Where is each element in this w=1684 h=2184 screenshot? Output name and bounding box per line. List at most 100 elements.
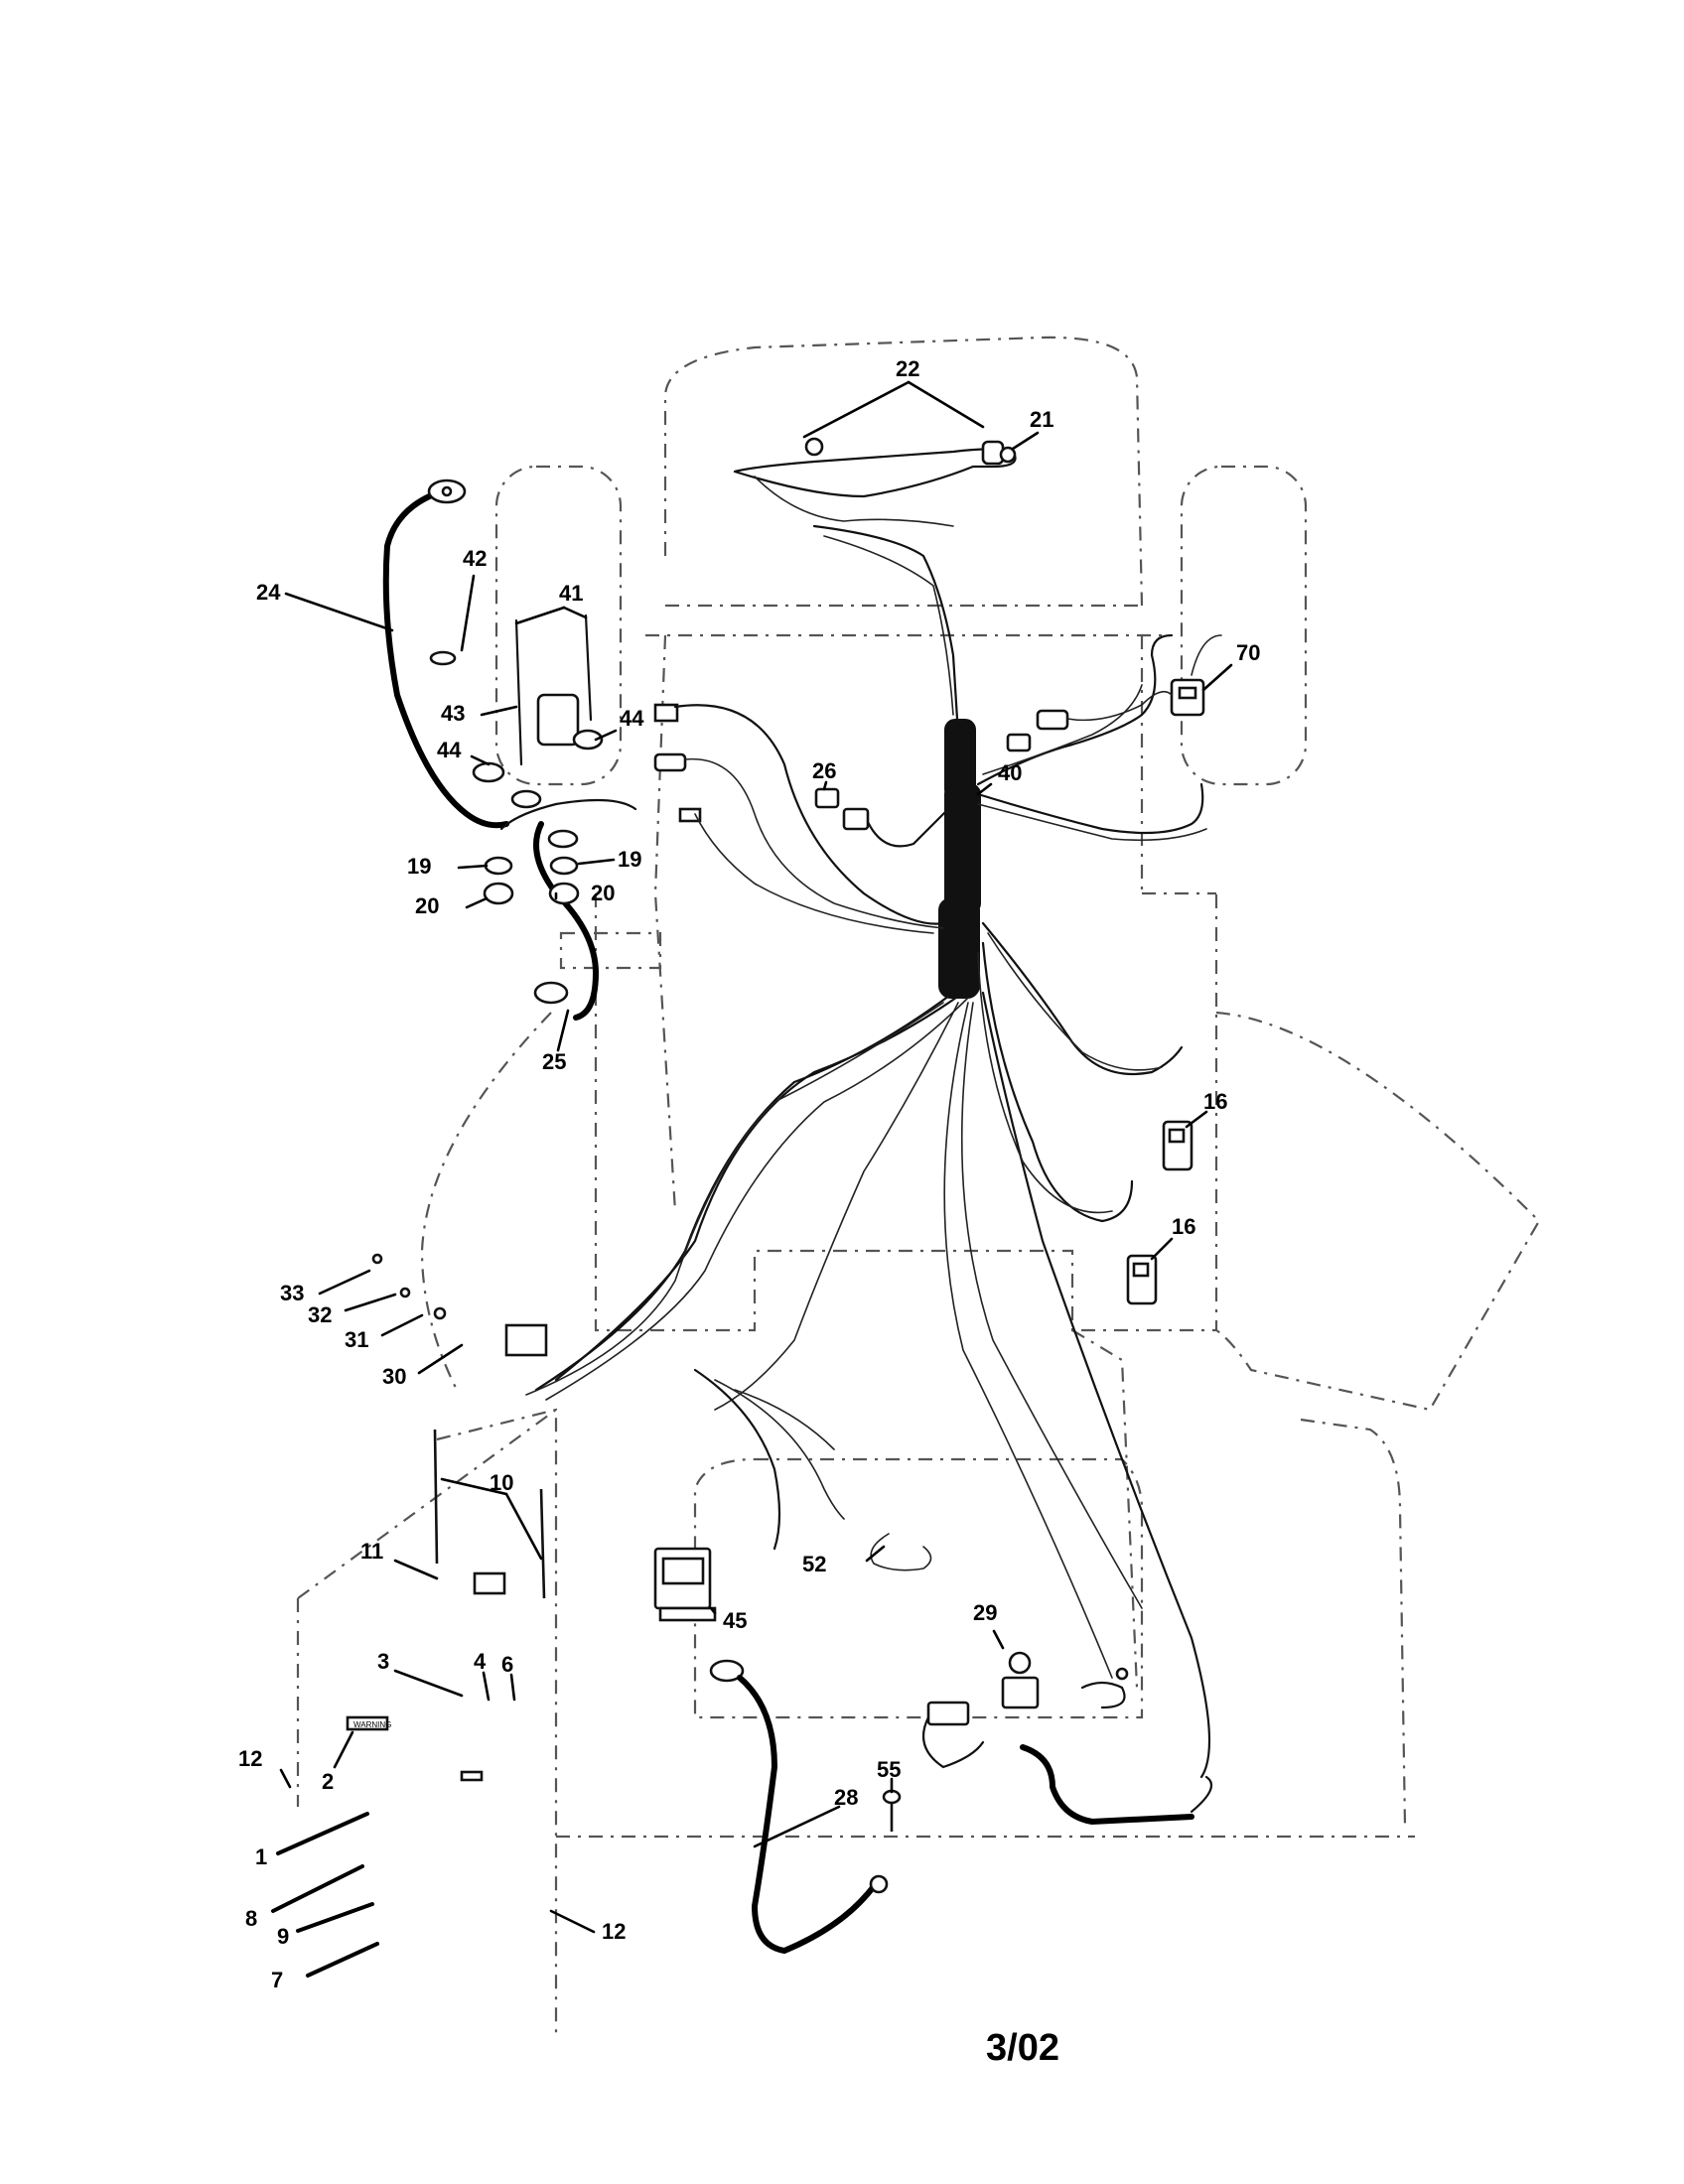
conduit-lower [938,897,980,999]
switch-16-lower-wire [981,941,1134,1223]
leader-lines [279,380,1233,1934]
connector-upper [653,703,679,723]
part-42-washer [429,650,457,666]
callout-31: 31 [345,1327,368,1352]
callout-55: 55 [877,1757,901,1782]
switch-16-upper-wire [981,921,1184,1076]
leader-29 [992,1629,1005,1650]
leader-12-lower [549,1909,596,1934]
ignition-switch [999,446,1017,464]
callout-44-left: 44 [437,738,462,762]
callout-42: 42 [463,546,487,571]
tractor-outline [296,336,1541,2035]
conduit-middle [944,783,981,914]
callout-41: 41 [559,581,583,606]
nut-20-right [548,882,580,905]
right-harness-wire-1 [976,782,1204,835]
leader-24 [284,592,394,632]
warning-label-text: WARNING [353,1720,391,1729]
switch-16-upper-wire-2 [987,932,1163,1071]
leader-43 [480,705,518,717]
leader-2 [333,1730,354,1769]
callout-11: 11 [360,1539,383,1564]
callout-4: 4 [474,1649,487,1674]
rear-frame-outline [296,1408,558,2035]
engine-connectors [371,1253,548,1357]
key-connector-a [1036,709,1069,731]
line-1 [276,1812,369,1855]
relay-wire [1066,690,1173,722]
main-harness-run-4 [525,1002,944,1396]
switch-16-upper-terminal [1168,1128,1186,1144]
leader-44-right [594,729,618,742]
main-harness [525,719,1211,1779]
fuse-connector-a [814,787,840,809]
dash-wire-branch [754,476,954,527]
leader-42 [460,574,476,652]
callout-29: 29 [973,1600,997,1625]
leader-16-upper [1185,1110,1208,1129]
cable-28 [709,1659,889,1955]
part-32 [399,1287,411,1298]
cable-28-ring-terminal [709,1659,745,1683]
warning-label-2 [346,1715,389,1731]
leader-3 [393,1669,464,1698]
part-31 [433,1306,447,1320]
seat-pan-outline [693,1457,1144,1719]
revision-date: 3/02 [986,2027,1059,2069]
cable-28-body [737,1675,877,1955]
callout-20-right: 20 [591,881,615,905]
nut-44-right [572,729,604,751]
frame-rail-outline [653,634,1144,1212]
key-switch-wire-2 [982,684,1143,775]
bracket-outline [559,931,662,970]
nut-20-left [483,882,514,905]
cable-25 [533,821,600,1021]
right-harness-wire-2 [977,803,1207,842]
connector-upper-wire [673,704,945,925]
callout-12-lower: 12 [602,1919,626,1944]
starter-branch-wire-3 [734,1389,835,1450]
callout-20-left: 20 [415,893,439,918]
callout-19-left: 19 [407,854,431,879]
leader-25 [556,1009,570,1052]
leader-41b [562,606,588,619]
leader-22b [907,380,985,429]
front-left-wheel-outline [494,465,623,786]
ground-wire [1080,1681,1126,1709]
seat-switch-harness [981,991,1211,1779]
callout-12-upper: 12 [238,1746,262,1771]
switch-16-lower-wire-2 [977,952,1113,1214]
main-harness-run-1 [554,991,965,1382]
leader-44-left [470,754,491,766]
bolt-10-right [539,1488,546,1599]
solenoid-body [536,693,580,747]
coiled-cable-end [1190,1775,1213,1814]
callout-25: 25 [542,1049,566,1074]
rear-harness-run-2 [943,1002,1113,1679]
frame-crossmember-outline [645,604,1162,637]
dash-wire-loop [733,448,1017,498]
main-harness-run-2 [534,991,955,1392]
callout-3: 3 [377,1649,389,1674]
leader-11 [393,1559,439,1580]
engine-deck-outline [420,1012,552,1391]
callout-22: 22 [896,356,919,381]
right-side-harness [976,633,1222,1223]
dash-trunk-wire-2 [823,535,954,716]
starter-area [882,1651,1213,1832]
callout-6: 6 [501,1652,513,1677]
fuse-wire [866,807,950,848]
coiled-cable [1020,1744,1194,1826]
leader-32 [344,1293,397,1312]
module-45-display [661,1557,705,1585]
callout-2: 2 [322,1769,334,1794]
switch-16-lower-terminal [1132,1262,1150,1278]
callout-8: 8 [245,1906,257,1931]
cable-25-ring-terminal [533,981,569,1005]
leader-45 [709,1606,717,1615]
terminal-left [510,789,542,809]
leader-26 [822,780,828,791]
dash-trunk-wire [812,524,960,737]
callout-52: 52 [802,1552,826,1576]
